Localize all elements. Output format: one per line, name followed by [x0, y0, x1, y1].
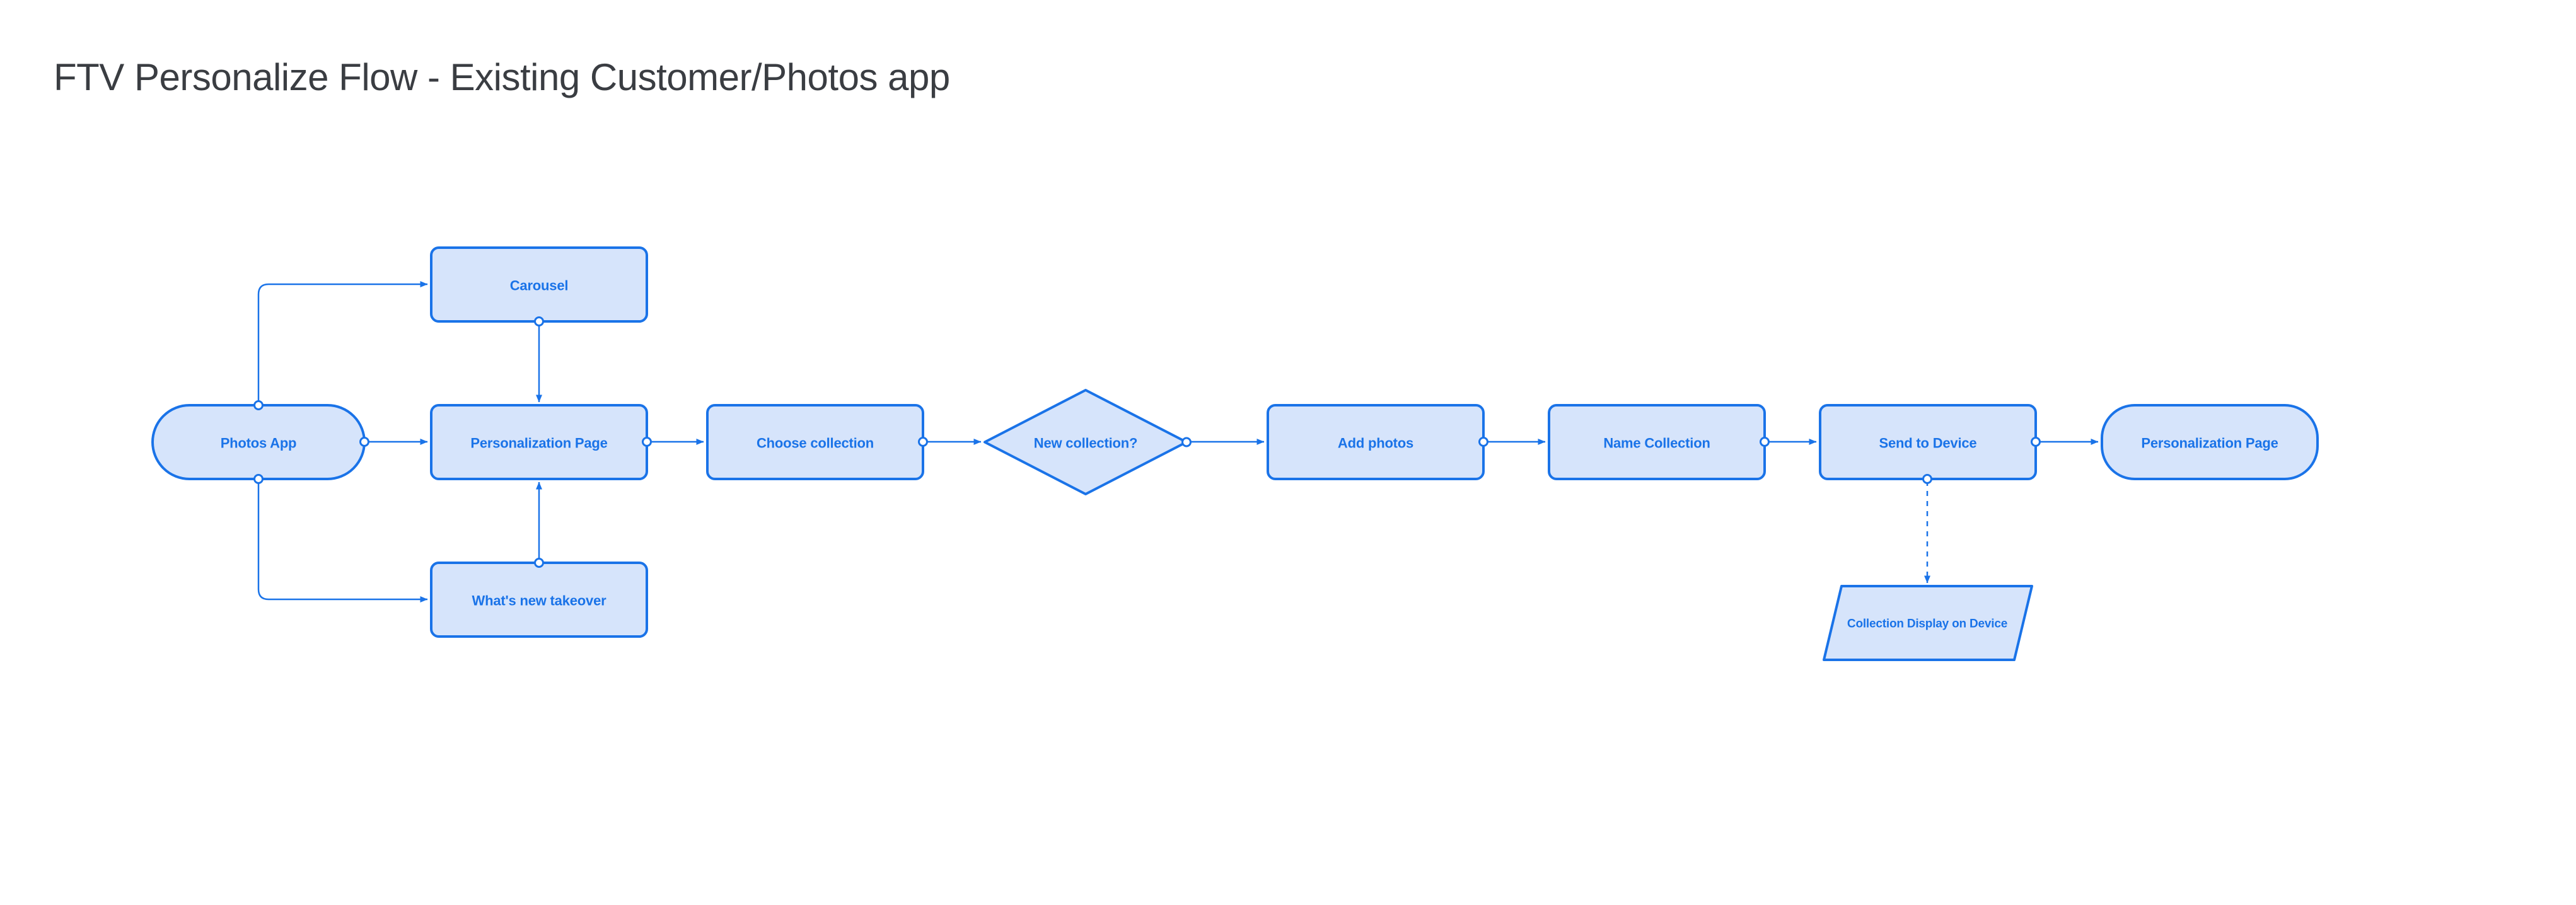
node-label: Choose collection: [757, 435, 874, 451]
node-label: Name Collection: [1603, 435, 1710, 451]
node-label: Carousel: [510, 278, 569, 294]
node-personalization-page-end[interactable]: Personalization Page: [2101, 404, 2319, 480]
parallelogram-shape[interactable]: [1823, 585, 2033, 661]
node-label: Add photos: [1338, 435, 1413, 451]
connection-point-photos-app-top[interactable]: [253, 400, 264, 410]
connection-point-photos-app-right[interactable]: [359, 437, 369, 447]
connection-point-personalization-page-right[interactable]: [642, 437, 652, 447]
node-choose-collection[interactable]: Choose collection: [706, 404, 924, 480]
diagram-title: FTV Personalize Flow - Existing Customer…: [54, 56, 950, 98]
node-collection-display-on-device[interactable]: Collection Display on Device: [1823, 585, 2033, 661]
node-personalization-page[interactable]: Personalization Page: [430, 404, 648, 480]
node-carousel[interactable]: Carousel: [430, 246, 648, 323]
edge-photos-app-to-carousel[interactable]: [257, 281, 428, 404]
connection-point-photos-app-bottom[interactable]: [253, 474, 264, 484]
node-new-collection[interactable]: New collection?: [983, 389, 1188, 495]
node-label: Collection Display on Device: [1847, 618, 2007, 631]
connection-point-whats-new-takeover-top[interactable]: [534, 558, 544, 568]
node-name-collection[interactable]: Name Collection: [1548, 404, 1766, 480]
node-send-to-device[interactable]: Send to Device: [1819, 404, 2037, 480]
node-label: Send to Device: [1879, 435, 1977, 451]
edges: [257, 281, 2099, 602]
node-photos-app[interactable]: Photos App: [151, 404, 366, 480]
connection-point-choose-collection-right[interactable]: [918, 437, 928, 447]
node-label: Personalization Page: [470, 435, 607, 451]
node-label: Photos App: [221, 435, 297, 451]
connection-point-add-photos-right[interactable]: [1478, 437, 1488, 447]
nodes: Photos App Carousel Personalization Page…: [151, 246, 2319, 661]
node-label: Personalization Page: [2141, 435, 2278, 451]
connection-point-new-collection-right[interactable]: [1181, 437, 1192, 447]
connection-point-send-to-device-right[interactable]: [2031, 437, 2041, 447]
node-add-photos[interactable]: Add photos: [1267, 404, 1485, 480]
terminator-shape[interactable]: [2101, 404, 2319, 480]
node-label: What's new takeover: [472, 593, 607, 609]
connection-points: [253, 316, 2041, 568]
node-label: New collection?: [1034, 435, 1137, 451]
connection-point-send-to-device-bottom[interactable]: [1922, 474, 1932, 484]
connection-point-carousel-bottom[interactable]: [534, 316, 544, 326]
connection-point-name-collection-right[interactable]: [1760, 437, 1770, 447]
node-whats-new-takeover[interactable]: What's new takeover: [430, 562, 648, 638]
edge-photos-app-to-whats-new-takeover[interactable]: [257, 480, 428, 602]
